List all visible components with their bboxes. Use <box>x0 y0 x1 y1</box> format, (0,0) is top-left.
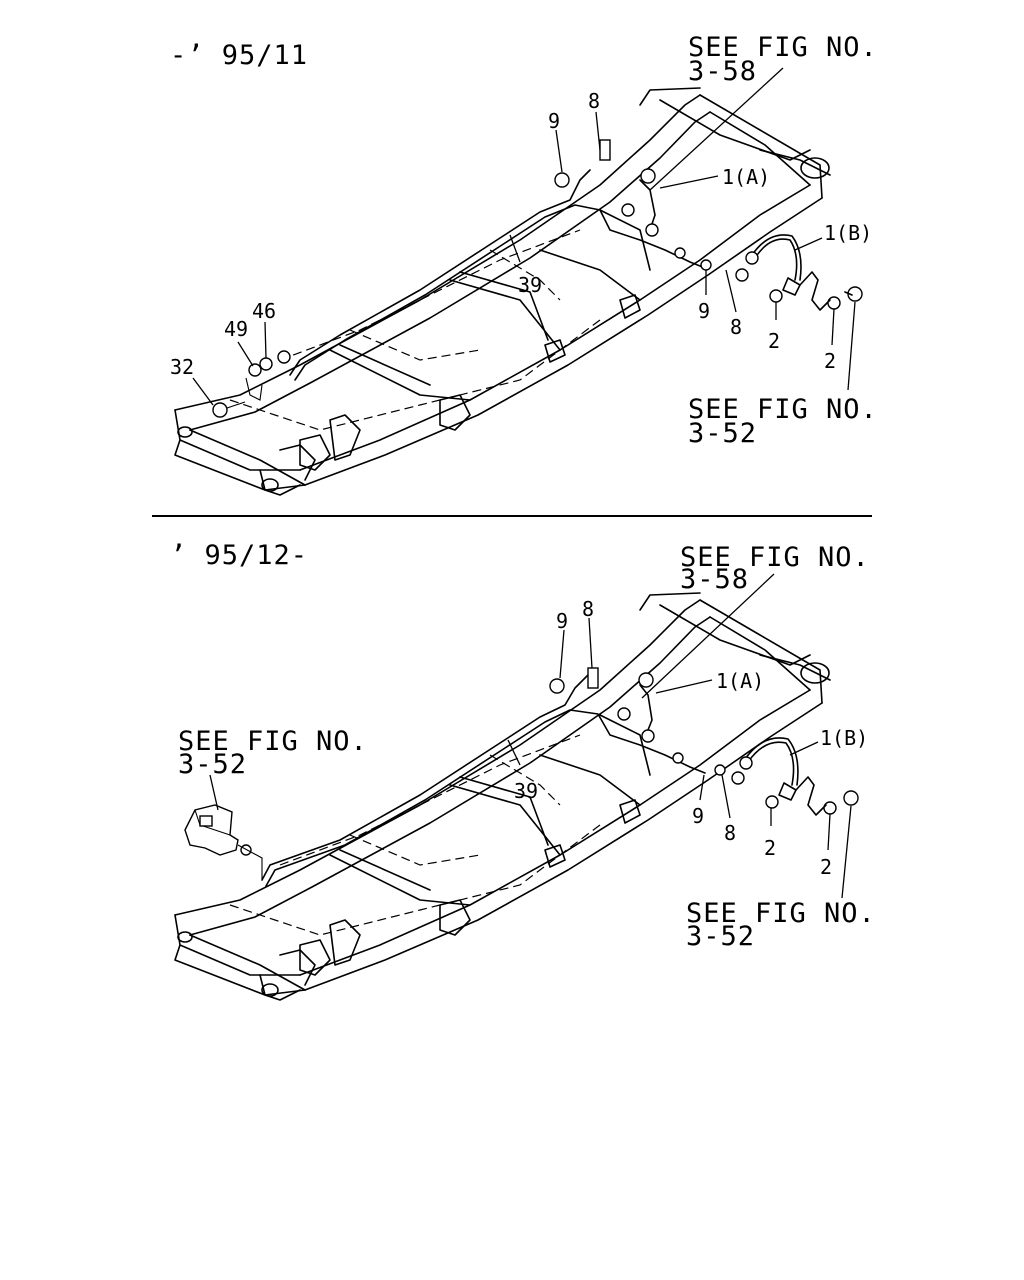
callout-2-c: 2 <box>764 836 776 860</box>
brake-pipe-39 <box>289 169 591 376</box>
bolt-bottom <box>843 790 859 806</box>
see-fig-ref-4-line2: 3-52 <box>178 749 247 780</box>
clip-8-top <box>599 139 611 161</box>
clip-9-bottom <box>549 678 565 694</box>
brake-pipe-39-b <box>294 204 706 381</box>
callout-1a-bottom: 1(A) <box>716 669 764 693</box>
washer-2-d <box>823 801 837 815</box>
see-fig-ref-5-line2: 3-52 <box>686 921 755 952</box>
section-bottom-period: ’ 95/12- <box>170 540 308 571</box>
callout-32: 32 <box>170 355 194 379</box>
hose-1b <box>754 238 798 281</box>
see-fig-ref-5-line1: SEE FIG NO. <box>686 898 876 929</box>
washer-2-c <box>765 795 779 809</box>
callout-8-lower: 8 <box>730 315 742 339</box>
callout-1b: 1(B) <box>824 221 872 245</box>
section-top: -’ 95/11 <box>170 32 878 496</box>
washer-2-a <box>769 289 783 303</box>
front-fittings-top <box>212 350 291 418</box>
hose-1b-bottom <box>747 741 795 786</box>
callout-46: 46 <box>252 299 276 323</box>
see-fig-ref-3-line2: 3-58 <box>680 564 749 595</box>
see-fig-ref-4-line1: SEE FIG NO. <box>178 726 368 757</box>
callout-8-lower-bottom: 8 <box>724 821 736 845</box>
callout-49: 49 <box>224 317 248 341</box>
see-fig-ref-2-line1: SEE FIG NO. <box>688 394 878 425</box>
callout-9-bottom: 9 <box>556 609 568 633</box>
see-fig-ref-3-line1: SEE FIG NO. <box>680 542 870 573</box>
callout-2-a: 2 <box>768 329 780 353</box>
clip-8-bottom <box>587 667 599 689</box>
callout-8: 8 <box>588 89 600 113</box>
callout-9: 9 <box>548 109 560 133</box>
see-fig-ref-2-line2: 3-52 <box>688 418 757 449</box>
abs-module <box>184 804 263 880</box>
callout-39: 39 <box>518 273 542 297</box>
callout-8-bottom: 8 <box>582 597 594 621</box>
see-fig-ref-1-line2: 3-58 <box>688 56 757 87</box>
clip-9-top <box>554 172 570 188</box>
washer-2-b <box>827 296 841 310</box>
callout-39-bottom: 39 <box>514 779 538 803</box>
brake-pipe-39-bottom <box>261 674 589 881</box>
section-bottom: ’ 95/12- <box>170 540 876 1001</box>
callout-2-b: 2 <box>824 349 836 373</box>
callout-1b-bottom: 1(B) <box>820 726 868 750</box>
section-top-period: -’ 95/11 <box>170 40 308 71</box>
callout-1a: 1(A) <box>722 165 770 189</box>
callout-9-lower: 9 <box>698 299 710 323</box>
see-fig-ref-1-line1: SEE FIG NO. <box>688 32 878 63</box>
callout-9-lower-bottom: 9 <box>692 804 704 828</box>
callout-2-d: 2 <box>820 855 832 879</box>
